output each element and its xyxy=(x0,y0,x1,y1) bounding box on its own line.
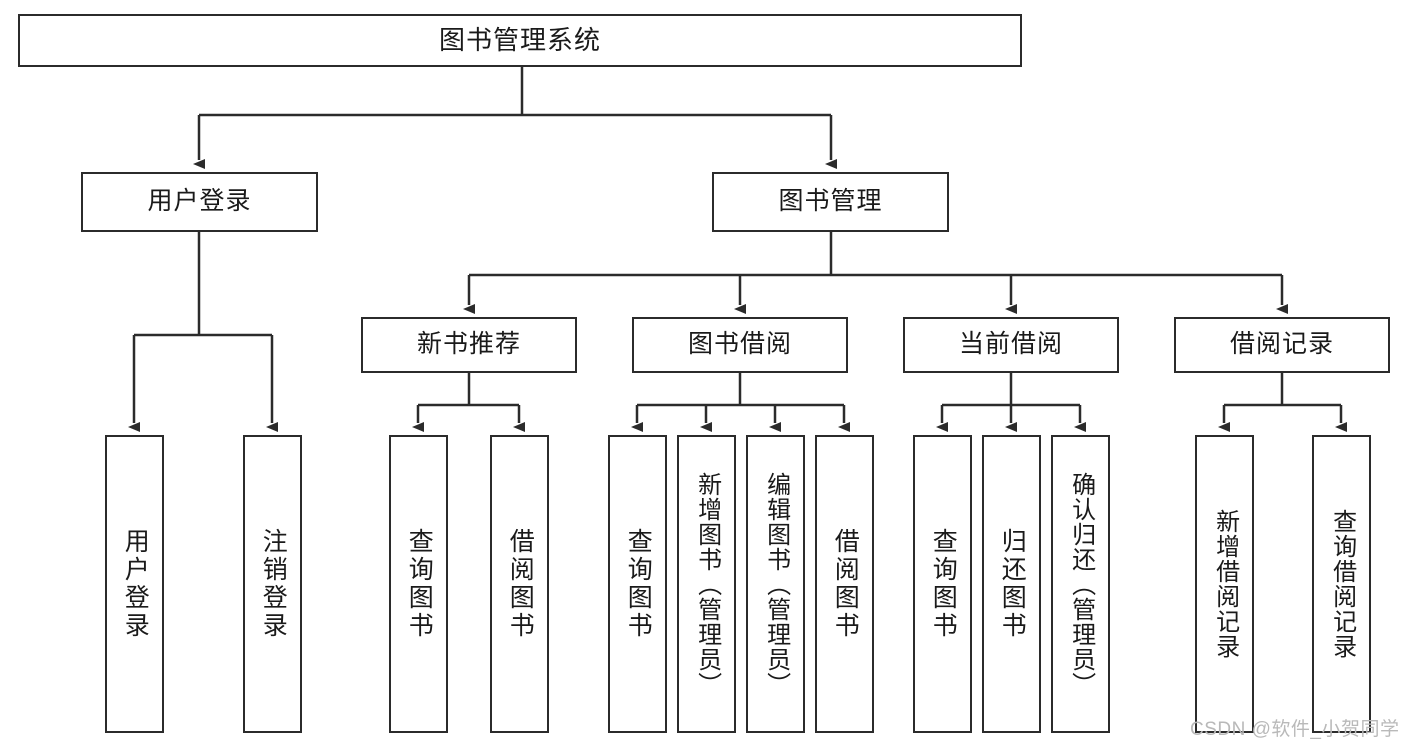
node-leaf-query-book-3[interactable]: 查询图书 xyxy=(913,435,972,733)
node-user-login[interactable]: 用户登录 xyxy=(81,172,318,232)
node-leaf-query-book-2[interactable]: 查询图书 xyxy=(608,435,667,733)
node-borrow-record[interactable]: 借阅记录 xyxy=(1174,317,1390,373)
node-leaf-logout[interactable]: 注销登录 xyxy=(243,435,302,733)
node-new-book-rec[interactable]: 新书推荐 xyxy=(361,317,577,373)
node-leaf-return-book[interactable]: 归还图书 xyxy=(982,435,1041,733)
node-leaf-add-book[interactable]: 新增图书（管理员） xyxy=(677,435,736,733)
node-leaf-confirm-return[interactable]: 确认归还（管理员） xyxy=(1051,435,1110,733)
node-book-borrow[interactable]: 图书借阅 xyxy=(632,317,848,373)
node-current-borrow[interactable]: 当前借阅 xyxy=(903,317,1119,373)
node-leaf-borrow-book-1[interactable]: 借阅图书 xyxy=(490,435,549,733)
node-book-manage[interactable]: 图书管理 xyxy=(712,172,949,232)
node-leaf-borrow-book-2[interactable]: 借阅图书 xyxy=(815,435,874,733)
node-root[interactable]: 图书管理系统 xyxy=(18,14,1022,67)
node-leaf-add-record[interactable]: 新增借阅记录 xyxy=(1195,435,1254,733)
node-leaf-query-record[interactable]: 查询借阅记录 xyxy=(1312,435,1371,733)
node-leaf-edit-book[interactable]: 编辑图书（管理员） xyxy=(746,435,805,733)
node-leaf-user-login[interactable]: 用户登录 xyxy=(105,435,164,733)
watermark-label: CSDN @软件_小贺同学 xyxy=(1190,719,1400,740)
node-leaf-query-book-1[interactable]: 查询图书 xyxy=(389,435,448,733)
